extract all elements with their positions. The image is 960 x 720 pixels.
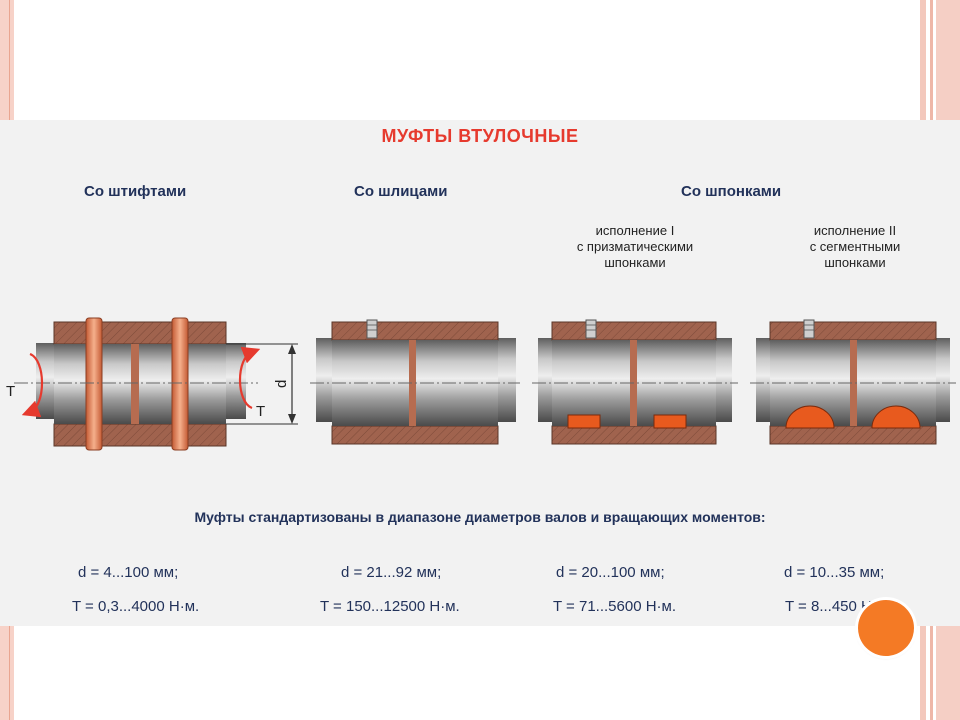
variant-1-line-3: шпонками <box>604 255 666 270</box>
shaft-right-end <box>226 343 246 419</box>
spec-segment-d: d = 10...35 мм; <box>784 564 885 581</box>
dim-arrow-bottom-icon <box>288 414 296 424</box>
set-screw <box>585 319 597 339</box>
page-title: МУФТЫ ВТУЛОЧНЫЕ <box>381 126 579 146</box>
segment-key-left <box>785 405 835 429</box>
sleeve-top <box>331 321 499 341</box>
column-title-splines: Со шлицами <box>354 183 448 200</box>
sleeve-bottom <box>331 425 499 445</box>
set-screw <box>803 319 815 339</box>
sleeve-top <box>53 321 227 345</box>
dim-arrow-top-icon <box>288 344 296 354</box>
shaft-joint <box>850 340 857 426</box>
torque-label-left: T <box>6 383 15 400</box>
sleeve-top <box>769 321 937 341</box>
spec-splines-d: d = 21...92 мм; <box>341 564 442 581</box>
variant-1-line-1: исполнение I <box>595 223 675 238</box>
prismatic-key-left <box>567 414 601 429</box>
spec-splines-t: T = 150...12500 Н·м. <box>320 598 460 615</box>
coupling-pins <box>14 317 298 451</box>
shaft-joint <box>131 344 139 424</box>
pin-right <box>171 317 189 451</box>
spec-prismatic-d: d = 20...100 мм; <box>556 564 665 581</box>
shaft-joint <box>409 340 416 426</box>
torque-arrow-left-icon <box>21 352 43 418</box>
spec-pins-d: d = 4...100 мм; <box>78 564 179 581</box>
coupling-segment-keys <box>750 319 956 445</box>
variant-1-line-2: с призматическими <box>576 239 694 254</box>
shaft-right-end <box>712 338 732 422</box>
column-title-keys: Со шпонками <box>681 183 782 200</box>
column-title-pins: Со штифтами <box>84 183 187 200</box>
segment-key-right <box>871 405 921 429</box>
shaft-left-end <box>36 343 56 419</box>
set-screw <box>366 319 378 339</box>
variant-2-line-3: шпонками <box>824 255 886 270</box>
pin-left <box>85 317 103 451</box>
variant-2-line-1: исполнение II <box>813 223 897 238</box>
diameter-label: d <box>273 380 290 388</box>
sleeve-bottom <box>551 425 717 445</box>
sleeve-bottom <box>53 423 227 447</box>
shaft-left-end <box>316 338 336 422</box>
orange-circle-decor <box>858 600 914 656</box>
sleeve-top <box>551 321 717 341</box>
coupling-prismatic-keys <box>532 319 738 445</box>
coupling-splines <box>310 319 520 445</box>
spec-prismatic-t: T = 71...5600 Н·м. <box>553 598 677 615</box>
torque-arrow-right-icon <box>239 346 261 410</box>
variant-2-caption: исполнение II с сегментными шпонками <box>765 223 945 271</box>
standard-range-note: Муфты стандартизованы в диапазоне диамет… <box>194 509 766 525</box>
prismatic-key-right <box>653 414 687 429</box>
shaft-right-end <box>496 338 516 422</box>
shaft-body <box>54 344 226 424</box>
spec-pins-t: T = 0,3...4000 Н·м. <box>72 598 200 615</box>
variant-2-line-2: с сегментными <box>809 239 901 254</box>
variant-1-caption: исполнение I с призматическими шпонками <box>545 223 725 271</box>
torque-label-right: T <box>256 403 265 420</box>
sleeve-bottom <box>769 425 937 445</box>
